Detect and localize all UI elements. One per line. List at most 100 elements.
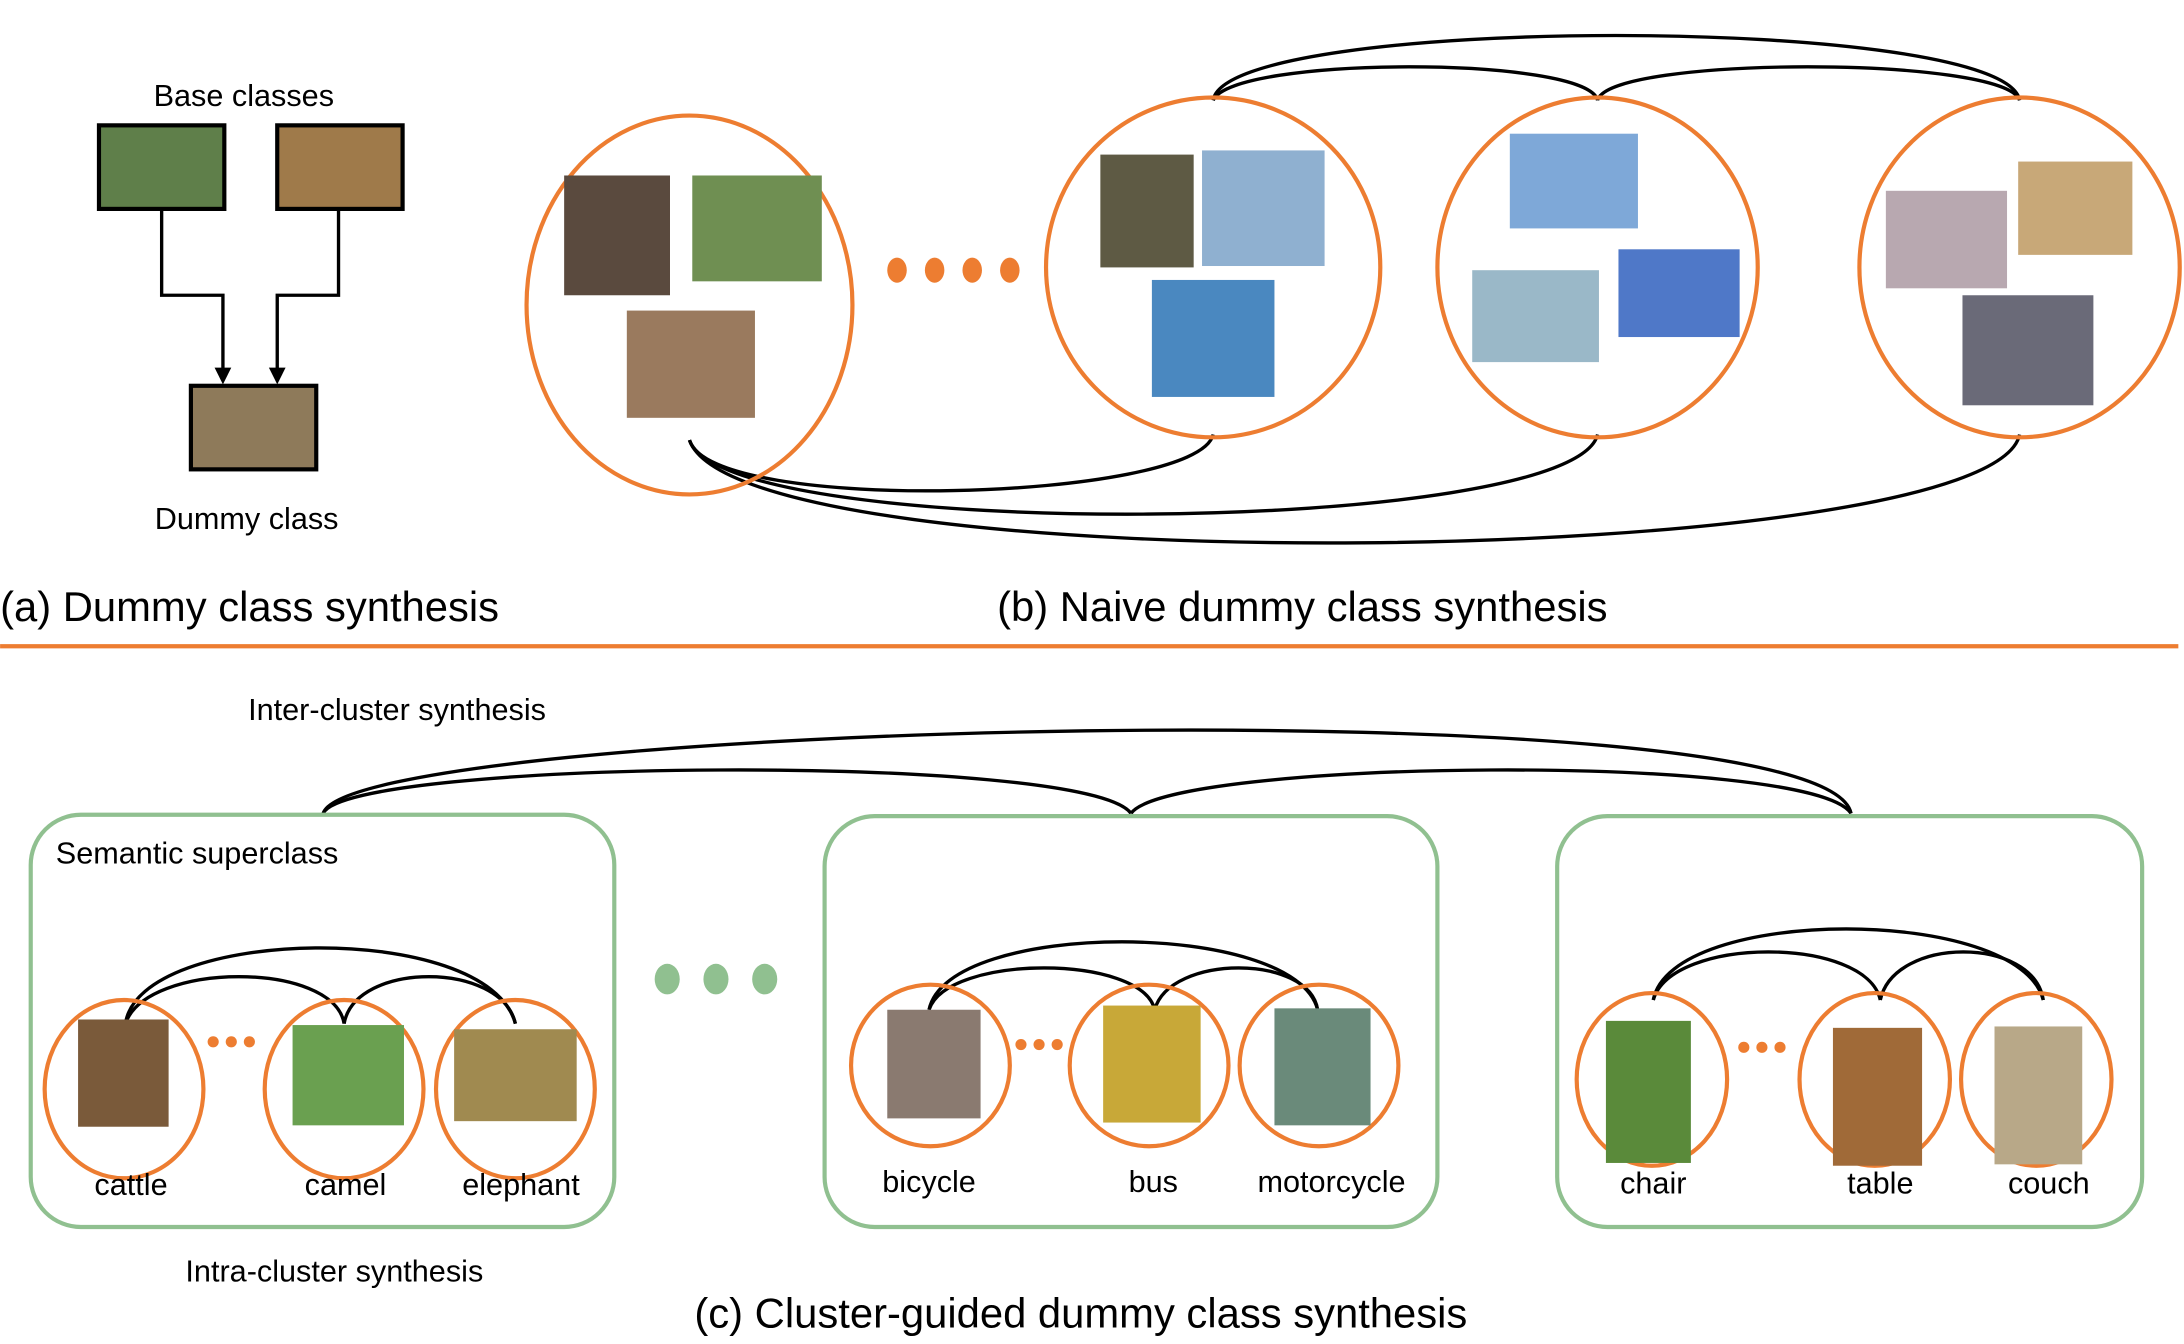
dog-image-1 [564,175,670,296]
class-label-motorcycle: motorcycle [1258,1165,1406,1199]
class-label-couch: couch [2008,1167,2090,1201]
caption-b: (b) Naive dummy class synthesis [997,583,1607,630]
inter-edge-2-3 [1129,768,1853,815]
class-label-cattle: cattle [94,1168,167,1202]
class-label-elephant: elephant [462,1168,580,1202]
edge-dogs-cats [687,434,2022,545]
dot [703,963,729,995]
caption-a: (a) Dummy class synthesis [0,583,499,630]
cat-image-2 [2018,161,2133,255]
dummy-image-frame [188,383,319,472]
base-classes-label: Base classes [154,79,334,113]
dot [1738,1041,1750,1053]
ellipsis-dots-superclasses [654,963,778,995]
edge-birds-cats-top [1211,33,2022,101]
ellipsis-dots-animals [207,1036,255,1048]
bicycle-image [887,1009,981,1119]
chair-image [1605,1020,1691,1163]
semantic-superclass-label: Semantic superclass [56,837,339,871]
dot [654,963,680,995]
class-camel [262,997,426,1181]
arrowhead-right-icon [268,367,286,385]
dot [1033,1038,1045,1051]
ellipsis-dots-furniture [1738,1041,1786,1053]
dot [924,257,945,283]
base-image-dog [98,125,225,209]
intra-edge-table-couch [1878,950,2045,1001]
intra-edge-camel-elephant [342,975,518,1025]
elephant-image [454,1029,577,1122]
panel-c: Inter-cluster synthesis Semantic supercl… [28,693,2145,1336]
dot [1000,257,1020,283]
arrow-line-left [159,208,225,374]
cluster-airplanes [1435,95,1760,440]
dot [243,1036,255,1048]
inter-cluster-label: Inter-cluster synthesis [248,693,546,727]
plane-image-3 [1618,249,1740,338]
panel-a: Base classes Dummy class (a) Dummy class… [0,79,499,630]
class-elephant [433,997,597,1181]
bird-image-1 [1100,154,1194,268]
cluster-dogs [524,113,855,497]
dot [1774,1041,1786,1053]
cat-image-3 [1962,295,2094,406]
class-couch [1958,990,2114,1168]
intra-cluster-label: Intra-cluster synthesis [185,1254,483,1288]
class-label-bus: bus [1129,1165,1178,1199]
intra-edge-chair-table [1651,950,1882,1001]
class-chair [1574,990,1730,1168]
dot [887,257,907,283]
intra-edge-cattle-elephant [123,946,518,1025]
inter-edge-1-3 [321,728,1853,815]
superclass-animals [28,812,617,1230]
superclass-furniture [1555,814,2145,1230]
superclass-vehicles [822,814,1440,1230]
edge-planes-cats-top [1595,65,2022,102]
class-label-camel: camel [305,1168,387,1202]
arrowhead-left-icon [214,367,232,385]
class-label-chair: chair [1620,1167,1686,1201]
ellipsis-dots-vehicles [1015,1038,1063,1051]
ellipsis-dots-b [887,257,1020,283]
dog-image-2 [692,175,822,282]
cluster-cats [1857,95,2182,440]
edge-birds-planes-top [1211,65,1600,102]
class-bus [1067,982,1231,1149]
bird-image-3 [1151,279,1275,397]
couch-image [1994,1026,2083,1165]
intra-edge-bicycle-motorcycle [927,940,1320,1011]
class-cattle [42,997,206,1181]
class-motorcycle [1237,982,1401,1149]
dot [962,257,982,283]
edge-dogs-planes [687,434,1600,516]
cat-image-1 [1885,190,2008,289]
motorcycle-image [1274,1008,1371,1126]
class-label-bicycle: bicycle [882,1165,976,1199]
caption-c: (c) Cluster-guided dummy class synthesis [694,1289,1467,1336]
dot [225,1036,237,1048]
dot [207,1036,219,1048]
cattle-image [78,1019,169,1127]
bus-image [1103,1005,1201,1123]
intra-edge-chair-couch [1651,927,2045,1001]
dog-image-3 [626,310,755,418]
inter-edge-1-2 [321,768,1133,815]
intra-edge-bicycle-bus [927,966,1157,1011]
dummy-image [190,385,317,470]
intra-edge-bus-motorcycle [1153,966,1320,1011]
dot [752,963,778,995]
bird-image-2 [1202,150,1325,267]
dot [1756,1041,1768,1053]
camel-image [292,1025,404,1126]
dot [1051,1038,1063,1051]
class-label-table: table [1847,1167,1913,1201]
dummy-class-label: Dummy class [155,502,339,536]
arrow-line-right [275,208,341,374]
dot [1015,1038,1027,1051]
base-image-horse [277,125,403,209]
panel-b: (b) Naive dummy class synthesis [524,33,2182,630]
class-bicycle [848,982,1012,1149]
plane-image-2 [1472,270,1599,363]
cluster-birds [1043,95,1383,440]
